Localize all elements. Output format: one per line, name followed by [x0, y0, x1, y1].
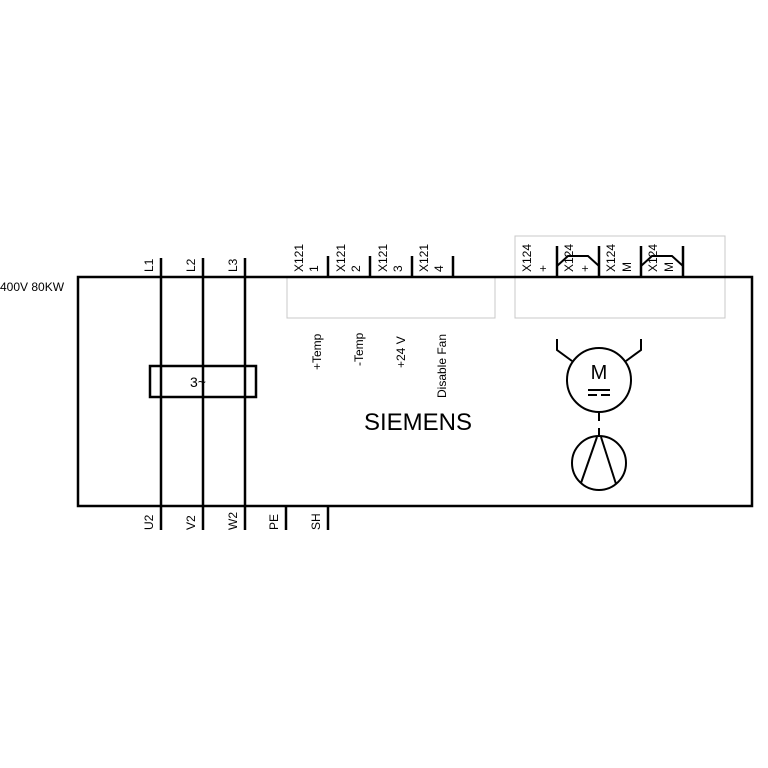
motor-label: M [591, 362, 608, 384]
signal-label: +24 V [394, 336, 408, 368]
x124-bridge [640, 255, 684, 267]
output-label-v2: V2 [184, 515, 198, 530]
x124-label: X124 [562, 244, 576, 272]
x124-label: X124 [604, 244, 618, 272]
rating-label: 400V 80KW [0, 280, 65, 294]
fan-blade [580, 436, 598, 484]
input-phases: L1 L2 L3 [142, 258, 247, 530]
x124-pin: M [662, 262, 676, 272]
x121-pin: 2 [349, 265, 363, 272]
x121-label: X121 [376, 244, 390, 272]
x121-pin: 4 [432, 265, 446, 272]
signal-label: +Temp [310, 333, 324, 370]
output-label-pe: PE [267, 514, 281, 530]
x124-label: X124 [520, 244, 534, 272]
output-label-sh: SH [309, 513, 323, 530]
output-label-w2: W2 [226, 512, 240, 530]
motor-lead [556, 339, 573, 362]
signal-label: -Temp [352, 332, 366, 366]
output-terminals: U2 V2 W2 PE SH [142, 506, 330, 530]
drive-enclosure [76, 275, 754, 508]
x121-label: X121 [417, 244, 431, 272]
input-label-l3: L3 [226, 258, 240, 272]
x124-label: X124 [646, 244, 660, 272]
x121-group-box [286, 276, 496, 319]
input-label-l1: L1 [142, 258, 156, 272]
x121-pin: 1 [307, 265, 321, 272]
signal-label: Disable Fan [435, 334, 449, 398]
x124-pin: + [578, 265, 592, 272]
x124-pin: + [536, 265, 550, 272]
input-label-l2: L2 [184, 258, 198, 272]
x121-label: X121 [334, 244, 348, 272]
brand-label: SIEMENS [364, 409, 472, 436]
x121-terminals: X121 1 X121 2 X121 3 X121 4 +Temp -Temp … [292, 244, 455, 398]
fan-icon [571, 435, 627, 491]
x121-pin: 3 [391, 265, 405, 272]
motor-lead [625, 339, 642, 362]
rectifier-label: 3~ [190, 374, 206, 390]
output-label-u2: U2 [142, 514, 156, 530]
x124-pin: M [620, 262, 634, 272]
rectifier-block [148, 364, 258, 399]
x121-label: X121 [292, 244, 306, 272]
fan-blade [600, 436, 617, 485]
x124-bridge [556, 255, 600, 267]
fan-motor: M [556, 339, 642, 491]
x124-terminals: X124 + X124 + X124 M X124 M [520, 244, 685, 277]
